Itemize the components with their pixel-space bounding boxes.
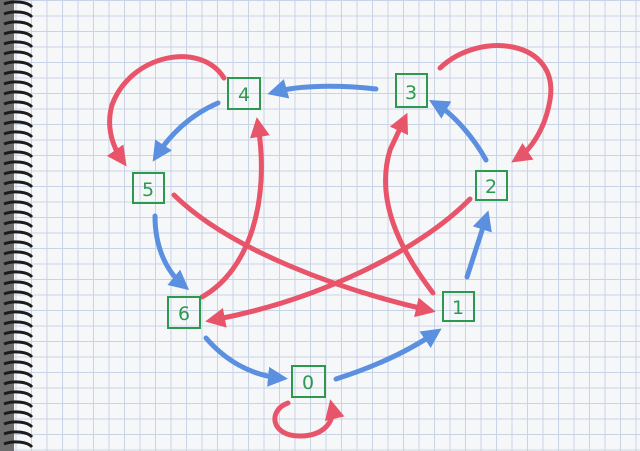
binding-ring (3, 410, 34, 419)
binding-ring (3, 160, 34, 169)
binding-ring (3, 370, 34, 379)
binding-ring (3, 120, 34, 129)
binding-ring (3, 290, 34, 299)
binding-ring (3, 260, 34, 269)
binding-ring (3, 30, 34, 39)
node-6: 6 (167, 296, 201, 329)
binding-ring (3, 200, 34, 209)
edge-6-4 (199, 117, 270, 300)
binding-ring (3, 60, 34, 69)
edge-5-1 (171, 192, 436, 318)
binding-ring (3, 140, 34, 149)
binding-ring (3, 270, 34, 279)
node-4: 4 (227, 77, 261, 110)
svg-text:3: 3 (405, 82, 417, 104)
binding-ring (3, 430, 34, 439)
node-0: 0 (291, 365, 326, 398)
binding-ring (3, 310, 34, 319)
svg-text:4: 4 (238, 84, 250, 106)
svg-text:6: 6 (178, 303, 190, 325)
node-3: 3 (395, 73, 428, 108)
svg-text:2: 2 (485, 176, 497, 198)
binding-ring (3, 380, 34, 389)
node-5: 5 (132, 172, 165, 204)
edge-4-5 (106, 54, 227, 167)
binding-ring (3, 400, 34, 409)
binding-ring (3, 50, 34, 59)
svg-text:0: 0 (302, 372, 314, 394)
binding-ring (3, 220, 34, 229)
binding-ring (3, 250, 34, 259)
edge-2-6 (205, 196, 473, 328)
binding-ring (3, 390, 34, 399)
binding-ring (3, 110, 34, 119)
binding-ring (3, 360, 34, 369)
binding-ring (3, 10, 34, 19)
edge-1-2 (464, 210, 492, 280)
binding-ring (3, 20, 34, 29)
binding-ring (3, 350, 34, 359)
edge-4-5 (152, 100, 221, 162)
edge-0-1 (333, 328, 442, 382)
binding-ring (3, 330, 34, 339)
binding-ring (3, 300, 34, 309)
svg-text:5: 5 (142, 179, 154, 201)
binding-ring (3, 240, 34, 249)
edge-1-3 (383, 112, 436, 296)
binding-ring (3, 180, 34, 189)
binding-ring (3, 70, 34, 79)
binding-ring (3, 420, 34, 429)
edge-0-0 (272, 399, 345, 439)
binding-ring (3, 230, 34, 239)
binding-ring (3, 0, 34, 9)
edge-5-6 (152, 213, 190, 291)
binding-ring (3, 100, 34, 109)
binding-ring (3, 130, 34, 139)
binding-ring (3, 320, 34, 329)
edge-6-0 (203, 335, 288, 387)
binding-ring (3, 150, 34, 159)
binding-ring (3, 90, 34, 99)
binding-ring (3, 190, 34, 199)
binding-ring (3, 40, 34, 49)
svg-text:1: 1 (452, 297, 464, 319)
binding-ring (3, 170, 34, 179)
binding-ring (3, 280, 34, 289)
binding-ring (3, 210, 34, 219)
node-2: 2 (475, 170, 508, 201)
binding-ring (3, 80, 34, 89)
binding-ring (3, 340, 34, 349)
spiral-binding (0, 0, 34, 451)
edge-3-2 (437, 43, 554, 163)
edge-3-4 (267, 79, 379, 99)
binding-ring (3, 440, 34, 449)
node-1: 1 (442, 291, 475, 322)
edge-2-3 (429, 99, 489, 163)
